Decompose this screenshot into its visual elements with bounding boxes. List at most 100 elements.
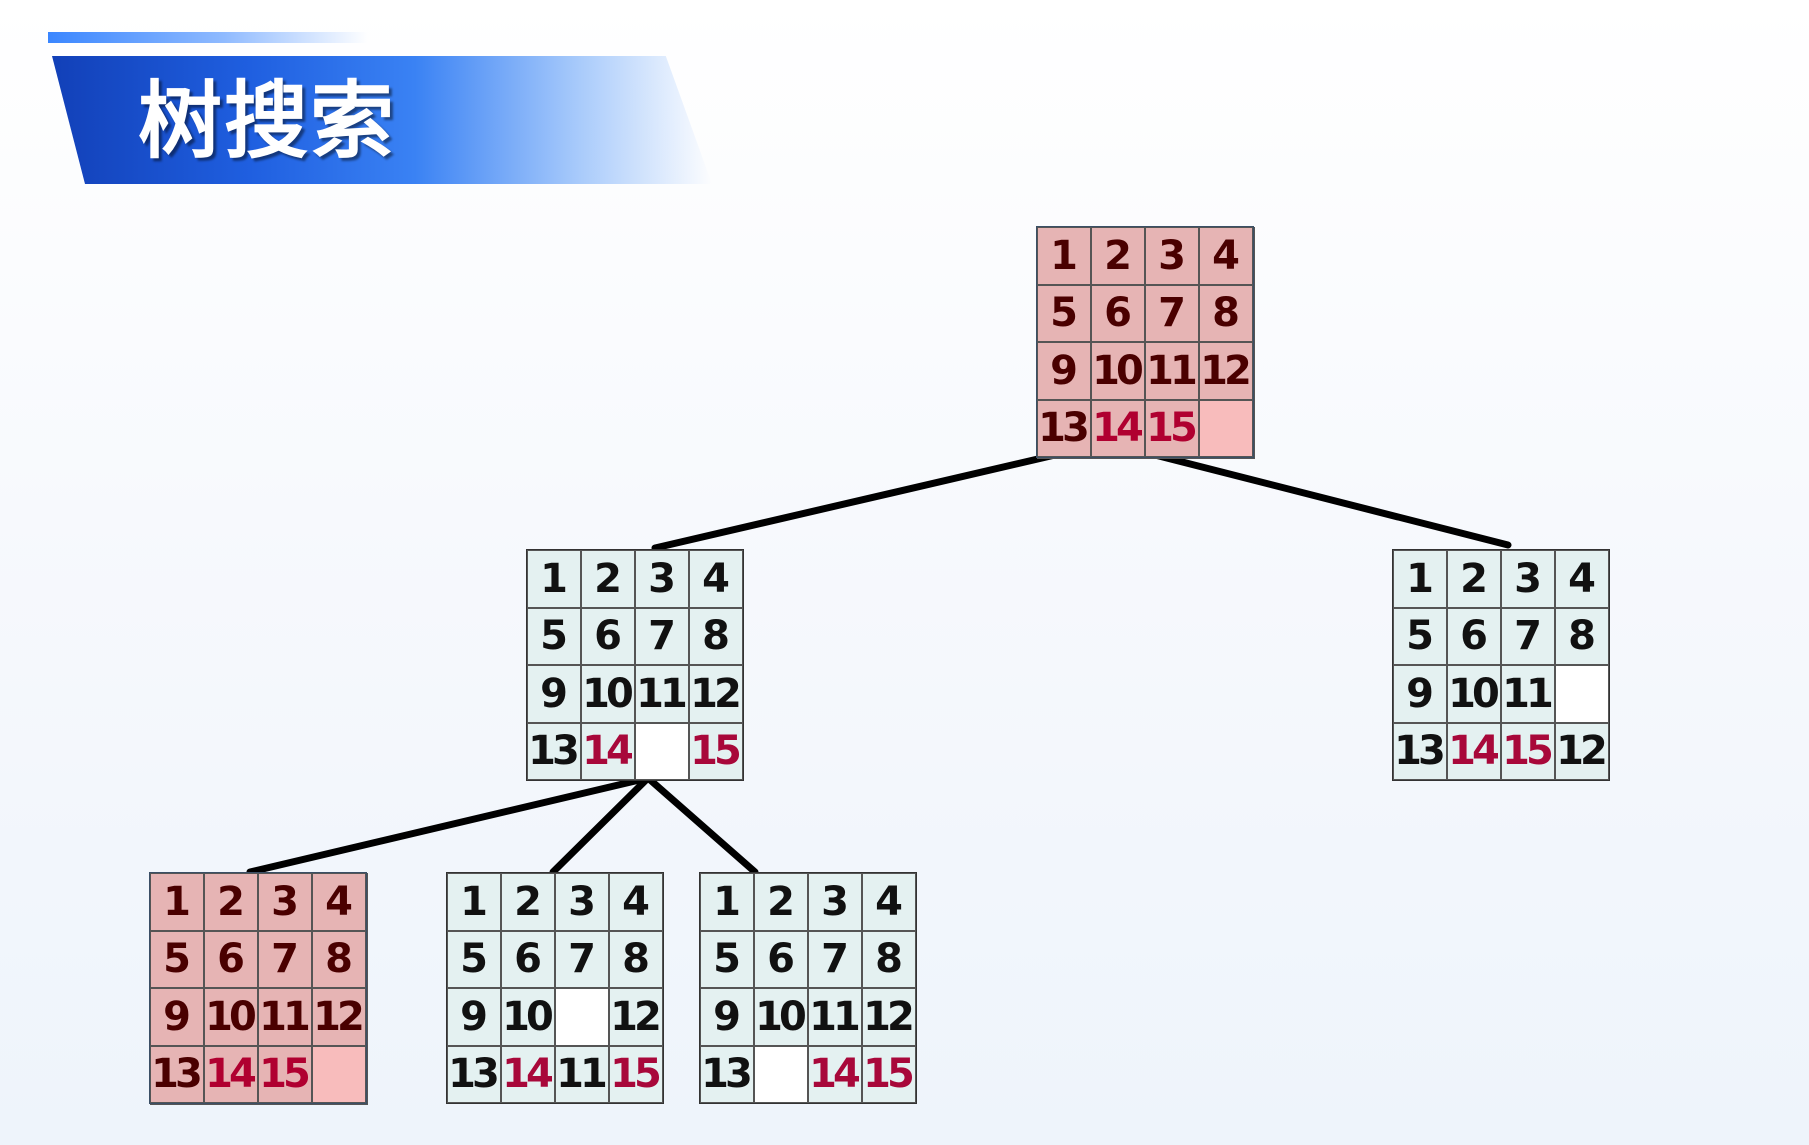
puzzle-tile: 9	[150, 988, 204, 1046]
empty-tile	[1199, 399, 1253, 457]
puzzle-tile: 13	[1037, 399, 1091, 457]
puzzle-tile: 5	[1393, 607, 1447, 665]
empty-tile	[635, 722, 689, 780]
puzzle-tile: 11	[1145, 342, 1199, 400]
puzzle-tile: 6	[1091, 284, 1145, 342]
puzzle-tile: 13	[1393, 722, 1447, 780]
puzzle-tile: 3	[635, 550, 689, 608]
puzzle-tile: 6	[581, 607, 635, 665]
puzzle-tile: 12	[312, 988, 366, 1046]
puzzle-tile: 1	[1393, 550, 1447, 608]
puzzle-tile: 2	[1091, 227, 1145, 285]
puzzle-tile: 10	[1091, 342, 1145, 400]
puzzle-tile: 13	[527, 722, 581, 780]
puzzle-tile: 11	[555, 1045, 609, 1103]
empty-tile	[754, 1045, 808, 1103]
puzzle-tile: 11	[258, 988, 312, 1046]
puzzle-tile: 7	[1145, 284, 1199, 342]
puzzle-tile: 11	[1501, 665, 1555, 723]
puzzle-tile: 9	[447, 988, 501, 1046]
puzzle-tile: 2	[204, 873, 258, 931]
title-accent-line	[48, 32, 368, 43]
edge-left-to-child2	[549, 774, 652, 876]
puzzle-tile: 14	[1091, 399, 1145, 457]
puzzle-tile: 1	[150, 873, 204, 931]
puzzle-tile: 14	[204, 1045, 258, 1103]
puzzle-tile: 10	[754, 988, 808, 1046]
puzzle-tile: 8	[862, 930, 916, 988]
puzzle-tile: 15	[1501, 722, 1555, 780]
puzzle-tile: 6	[1447, 607, 1501, 665]
puzzle-tile: 3	[808, 873, 862, 931]
puzzle-tile: 1	[700, 873, 754, 931]
puzzle-tile: 5	[700, 930, 754, 988]
puzzle-tile: 5	[527, 607, 581, 665]
empty-tile	[1555, 665, 1609, 723]
puzzle-tile: 9	[527, 665, 581, 723]
puzzle-tile: 10	[581, 665, 635, 723]
puzzle-tile: 1	[527, 550, 581, 608]
puzzle-tile: 13	[447, 1045, 501, 1103]
puzzle-tile: 2	[501, 873, 555, 931]
puzzle-tile: 6	[501, 930, 555, 988]
puzzle-tile: 15	[689, 722, 743, 780]
puzzle-tile: 12	[862, 988, 916, 1046]
title-banner	[52, 56, 712, 184]
edge-root-to-right	[1151, 451, 1512, 549]
puzzle-tile: 4	[862, 873, 916, 931]
puzzle-tile: 10	[501, 988, 555, 1046]
puzzle-tile: 9	[1393, 665, 1447, 723]
edge-root-to-left	[651, 451, 1059, 552]
puzzle-tile: 8	[689, 607, 743, 665]
puzzle-tile: 2	[754, 873, 808, 931]
puzzle-tile: 14	[501, 1045, 555, 1103]
page-title: 树搜索	[138, 72, 397, 170]
puzzle-tile: 6	[204, 930, 258, 988]
edge-left-to-child3	[644, 774, 759, 876]
puzzle-tile: 12	[1555, 722, 1609, 780]
puzzle-tile: 4	[1199, 227, 1253, 285]
puzzle-tile: 6	[754, 930, 808, 988]
puzzle-tile: 3	[258, 873, 312, 931]
puzzle-tile: 13	[700, 1045, 754, 1103]
puzzle-tile: 7	[808, 930, 862, 988]
puzzle-tile: 7	[635, 607, 689, 665]
puzzle-tile: 14	[808, 1045, 862, 1103]
puzzle-tile: 9	[700, 988, 754, 1046]
empty-tile	[312, 1045, 366, 1103]
puzzle-tile: 9	[1037, 342, 1091, 400]
puzzle-tile: 8	[312, 930, 366, 988]
puzzle-tile: 3	[1145, 227, 1199, 285]
puzzle-tile: 1	[1037, 227, 1091, 285]
puzzle-tile: 15	[258, 1045, 312, 1103]
puzzle-tile: 4	[312, 873, 366, 931]
puzzle-tile: 12	[689, 665, 743, 723]
puzzle-tile: 15	[862, 1045, 916, 1103]
puzzle-tile: 11	[808, 988, 862, 1046]
edge-left-to-child1	[246, 774, 652, 876]
puzzle-tile: 13	[150, 1045, 204, 1103]
puzzle-tile: 2	[581, 550, 635, 608]
puzzle-tile: 10	[204, 988, 258, 1046]
puzzle-tile: 8	[1555, 607, 1609, 665]
puzzle-tile: 15	[609, 1045, 663, 1103]
puzzle-tile: 7	[258, 930, 312, 988]
puzzle-tile: 7	[1501, 607, 1555, 665]
puzzle-tile: 4	[689, 550, 743, 608]
puzzle-tile: 2	[1447, 550, 1501, 608]
puzzle-tile: 15	[1145, 399, 1199, 457]
puzzle-tile: 8	[609, 930, 663, 988]
puzzle-tile: 12	[1199, 342, 1253, 400]
puzzle-tile: 14	[1447, 722, 1501, 780]
puzzle-tile: 3	[1501, 550, 1555, 608]
puzzle-tile: 5	[447, 930, 501, 988]
puzzle-tile: 4	[609, 873, 663, 931]
puzzle-tile: 8	[1199, 284, 1253, 342]
